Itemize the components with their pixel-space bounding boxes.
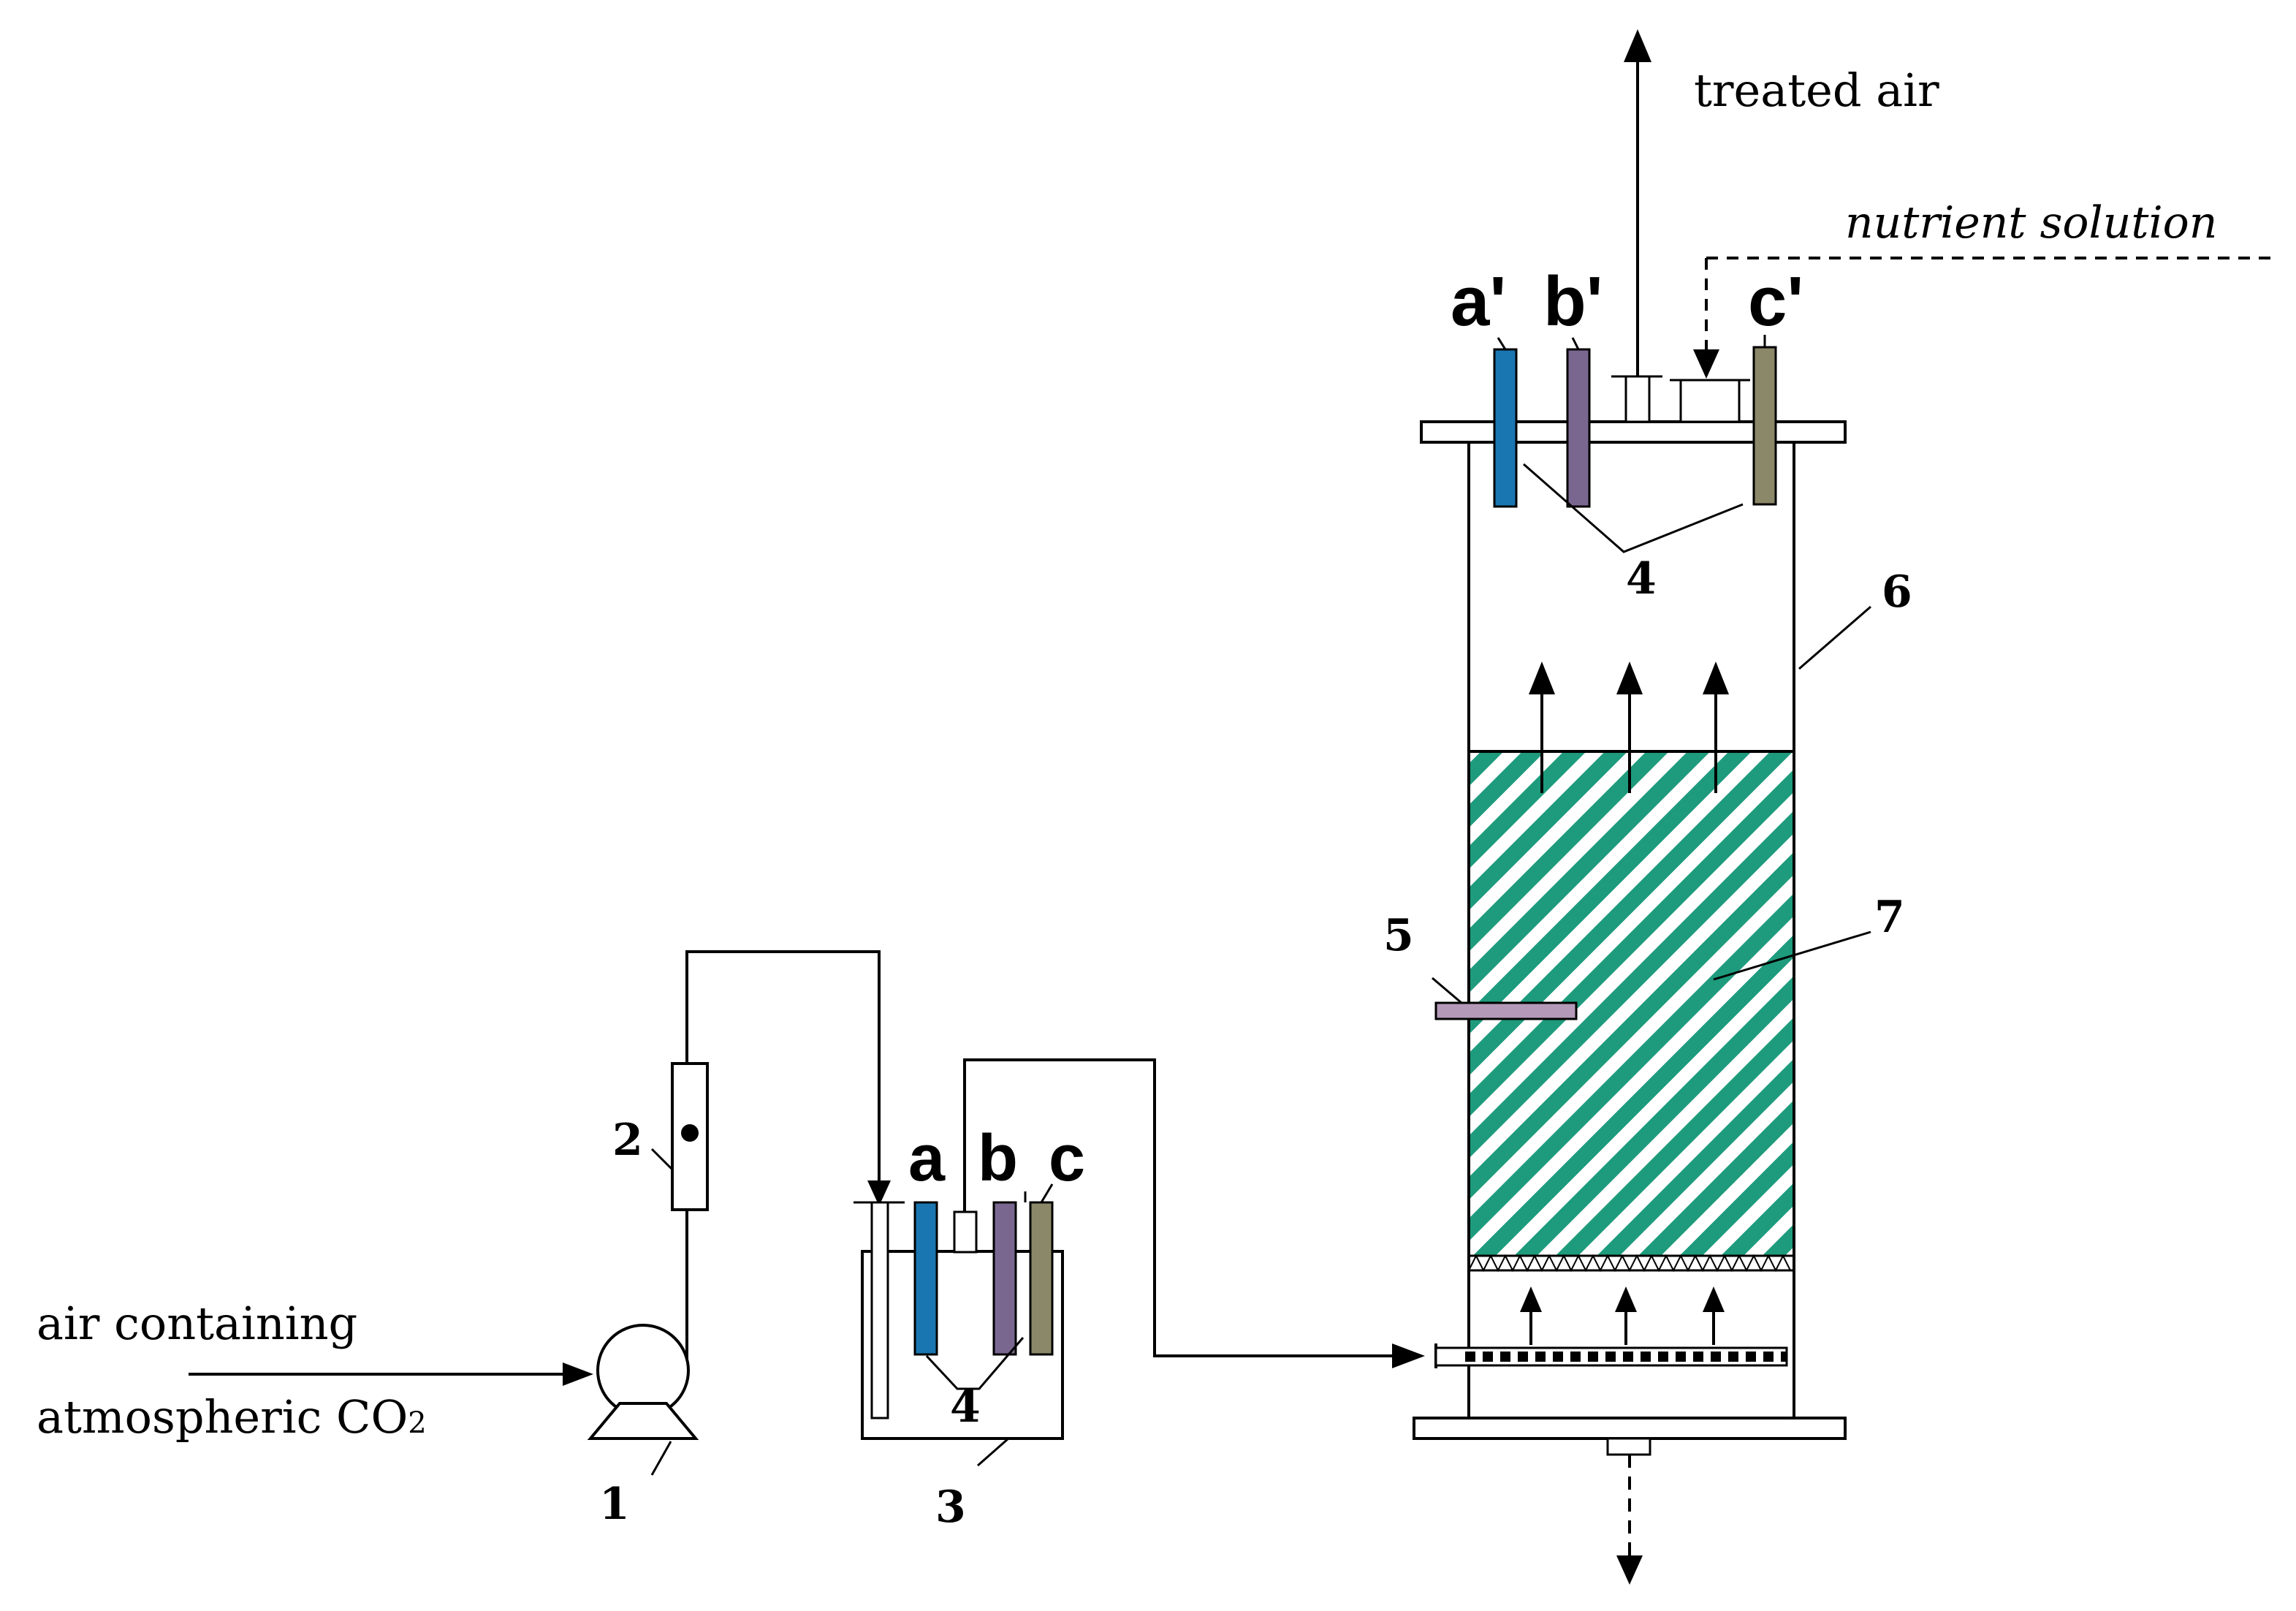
label-1: 1 (599, 1479, 630, 1530)
leader-4-bottom (925, 1337, 1025, 1390)
outlet-fitting (1624, 375, 1651, 423)
pump-base (587, 1402, 699, 1440)
label-6: 6 (1882, 566, 1912, 618)
air-distributor (1434, 1343, 1788, 1368)
column-top-plate (1420, 420, 1847, 444)
label-electrode-a-prime: a' (1451, 262, 1506, 341)
leader-5 (1432, 977, 1462, 1004)
leader-3 (977, 1437, 1009, 1467)
label-electrode-c: c (1049, 1122, 1085, 1195)
label-2: 2 (612, 1115, 643, 1166)
column-bottom-plate (1413, 1417, 1847, 1440)
leader-6 (1798, 605, 1871, 670)
electrode-c-tick (1040, 1183, 1054, 1203)
label-4-bottom: 4 (950, 1381, 981, 1433)
drain-arrow (1616, 1555, 1643, 1585)
flowmeter-float (681, 1124, 699, 1142)
electrode-a-prime (1493, 348, 1518, 508)
label-3: 3 (935, 1482, 966, 1533)
probe-5 (1434, 1001, 1578, 1020)
label-nutrient-solution: nutrient solution (1845, 197, 2217, 249)
leader-7 (1713, 930, 1871, 981)
label-treated-air: treated air (1694, 64, 1939, 117)
electrode-b (992, 1201, 1017, 1356)
flow-arrows-bottom (1520, 1286, 1725, 1345)
flowmeter (671, 1062, 709, 1211)
humidifier-inlet-tube (870, 1201, 889, 1419)
pipe-humidifier-column (963, 1058, 1403, 1357)
air-pump (587, 1324, 699, 1440)
nutrient-fitting (1679, 379, 1741, 423)
electrode-b-prime-tick (1571, 337, 1580, 350)
flow-arrows-top (1529, 662, 1729, 793)
arrow-into-column (1392, 1343, 1425, 1368)
air-label-line2: atmospheric CO2 (37, 1390, 427, 1444)
label-electrode-c-prime: c' (1748, 262, 1803, 341)
outlet-arrow (1624, 29, 1651, 62)
humidifier-outlet-fitting (953, 1210, 978, 1254)
electrode-a (913, 1201, 938, 1356)
label-4-top: 4 (1626, 553, 1657, 604)
electrode-c-prime (1752, 346, 1777, 506)
support-mesh (1468, 1254, 1794, 1273)
air-inlet-arrow (189, 1362, 593, 1386)
leader-2 (650, 1148, 674, 1171)
drain-fitting (1606, 1437, 1651, 1456)
air-label-line1: air containing (37, 1297, 357, 1350)
pipe-flowmeter-humidifier (685, 950, 881, 1184)
arrow-into-humidifier (867, 1180, 891, 1206)
label-electrode-b-prime: b' (1543, 262, 1603, 341)
humidifier-vessel (861, 1250, 1064, 1440)
label-7: 7 (1874, 892, 1905, 943)
electrode-a-prime-tick (1497, 337, 1507, 350)
leader-4-top (1523, 463, 1744, 553)
label-electrode-b: b (978, 1122, 1018, 1195)
electrode-c (1029, 1201, 1054, 1356)
electrode-b-prime (1566, 348, 1591, 508)
label-5: 5 (1383, 910, 1414, 961)
nutrient-arrow (1693, 349, 1719, 379)
label-electrode-a: a (908, 1122, 946, 1195)
leader-1 (650, 1441, 672, 1476)
